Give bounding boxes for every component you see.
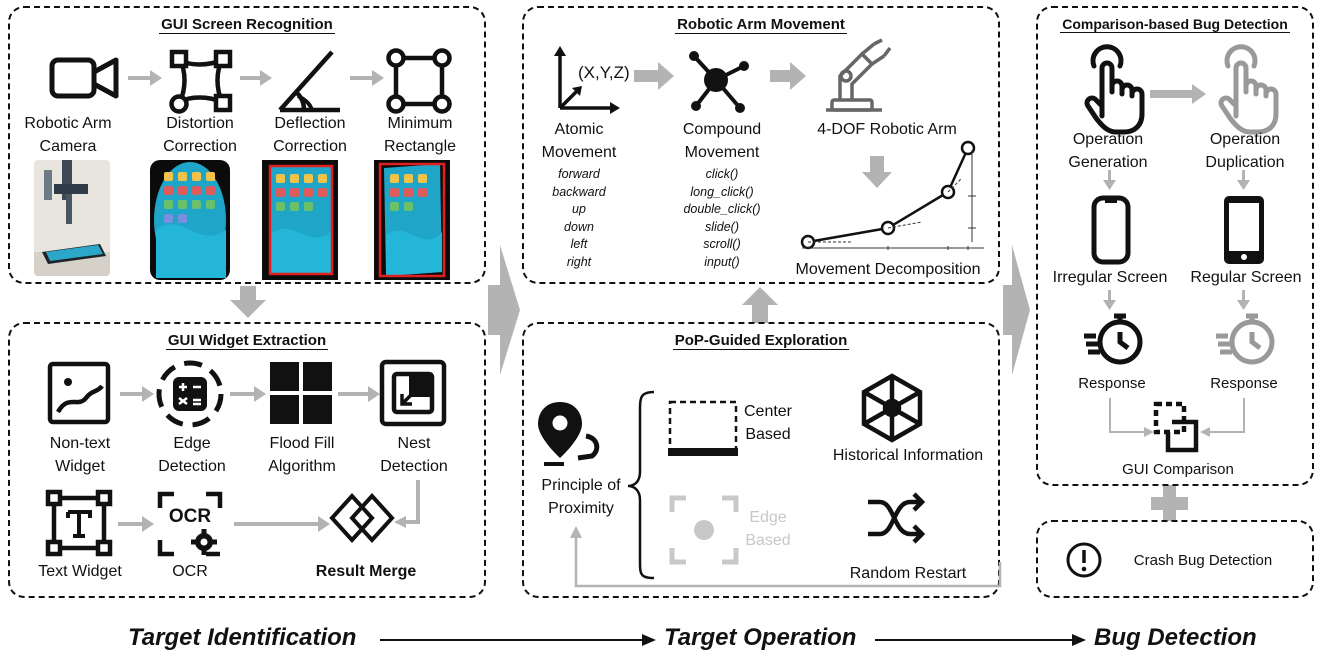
panel-title: GUI Widget Extraction <box>165 332 329 350</box>
ocr-label: OCR <box>172 563 208 580</box>
regular-phone-icon <box>1224 196 1264 264</box>
irregular-screen-label: Irregular Screen <box>1052 269 1168 286</box>
op-gen-label: Operation Generation <box>1068 131 1148 171</box>
distorted-phone-photo <box>150 160 230 280</box>
decomposition-diagram <box>800 140 984 250</box>
atomic-ops: forward backward up down left right <box>552 167 606 269</box>
compound-ops: click() long_click() double_click() slid… <box>683 167 761 269</box>
nest-icon <box>379 359 447 427</box>
image-widget-icon <box>47 361 111 425</box>
plus-horizontal <box>1151 497 1188 510</box>
ocr-icon-text: OCR <box>169 506 212 527</box>
alert-icon <box>1066 542 1102 578</box>
stage-target-operation: Target Operation <box>664 624 857 651</box>
decomposition-label: Movement Decomposition <box>795 261 981 278</box>
panel-title: Comparison-based Bug Detection <box>1060 16 1290 33</box>
stage-bug-detection: Bug Detection <box>1094 624 1257 651</box>
principle-label: Principle of Proximity <box>541 477 621 517</box>
robotic-arm-icon <box>826 38 892 112</box>
center-based-icon <box>668 400 738 456</box>
video-camera-icon <box>49 57 119 99</box>
distortion-correction-icon <box>169 49 233 114</box>
nest-detection-label: Nest Detection <box>380 435 448 475</box>
text-widget-label: Text Widget <box>38 563 122 580</box>
robotic-arm-movement-panel: Robotic Arm Movement (X,Y,Z) <box>522 6 1000 284</box>
minimum-rectangle-label: Minimum Rectangle <box>383 115 457 155</box>
crash-bug-detection-panel: Crash Bug Detection <box>1036 520 1314 598</box>
ocr-icon: OCR <box>157 491 223 557</box>
historical-network-icon <box>861 373 923 443</box>
gui-comparison-icon <box>1153 401 1199 453</box>
response-right-label: Response <box>1210 375 1278 392</box>
tap-hand-gray-icon <box>1218 44 1279 135</box>
location-pin-icon <box>538 402 600 466</box>
minimum-rectangle-icon <box>386 48 452 114</box>
atomic-label: Atomic Movement <box>541 121 617 161</box>
compound-node-icon <box>689 51 749 113</box>
flood-fill-icon <box>270 362 332 424</box>
recognition-icons <box>49 48 452 114</box>
minimum-rectangle-phone-photo <box>374 160 450 280</box>
response-left-label: Response <box>1078 375 1146 392</box>
distortion-label: Distortion Correction <box>163 115 237 155</box>
edge-based-icon <box>669 495 739 565</box>
result-merge-label: Result Merge <box>315 563 417 580</box>
flood-fill-label: Flood Fill Algorithm <box>268 435 336 475</box>
deflected-phone-photo <box>262 160 338 280</box>
compound-label: Compound Movement <box>682 121 762 161</box>
axis-label: (X,Y,Z) <box>578 63 630 82</box>
stage-target-identification: Target Identification <box>128 624 357 651</box>
arm-label: 4-DOF Robotic Arm <box>817 121 957 138</box>
camera-label: Robotic Arm Camera <box>24 115 112 155</box>
up-arrow-mid <box>742 287 778 323</box>
deflection-label: Deflection Correction <box>273 115 347 155</box>
robot-arm-photo <box>34 160 110 276</box>
pop-graphics <box>538 373 1002 588</box>
comparison-graphics <box>1084 44 1279 453</box>
center-label: Center Based <box>743 403 793 443</box>
gui-screen-recognition-panel: GUI Screen Recognition <box>8 6 486 284</box>
deflection-angle-icon <box>278 50 340 113</box>
panel-title: Robotic Arm Movement <box>675 16 847 34</box>
axes-icon <box>554 46 620 114</box>
crash-bug-label: Crash Bug Detection <box>1133 552 1273 569</box>
brace <box>627 390 655 580</box>
historical-label: Historical Information <box>832 447 984 464</box>
stopwatch-gray-icon <box>1216 313 1275 365</box>
op-dup-label: Operation Duplication <box>1205 131 1285 171</box>
panel-title: PoP-Guided Exploration <box>672 332 850 350</box>
result-merge-icon <box>329 493 395 543</box>
regular-screen-label: Regular Screen <box>1190 269 1302 286</box>
text-widget-icon <box>45 489 113 557</box>
shuffle-icon <box>868 492 926 544</box>
calculator-edge-icon <box>156 360 224 428</box>
comparison-bug-detection-panel: Comparison-based Bug Detection <box>1036 6 1314 486</box>
down-arrow-left <box>230 286 266 318</box>
random-restart-label: Random Restart <box>849 565 967 582</box>
stopwatch-icon <box>1084 313 1143 365</box>
edge-label: Edge Based <box>745 509 791 549</box>
extraction-icons: OCR <box>45 359 447 557</box>
panel-title: GUI Screen Recognition <box>159 16 335 34</box>
big-arrow-1 <box>488 245 520 375</box>
robotic-arm-graphics: (X,Y,Z) <box>554 38 984 250</box>
gui-comparison-label: GUI Comparison <box>1122 461 1234 478</box>
irregular-phone-icon <box>1091 195 1131 265</box>
edge-detection-label: Edge Detection <box>158 435 226 475</box>
tap-hand-icon <box>1084 44 1145 135</box>
pop-guided-exploration-panel: PoP-Guided Exploration <box>522 322 1002 598</box>
gui-widget-extraction-panel: GUI Widget Extraction <box>8 322 486 598</box>
non-text-widget-label: Non-text Widget <box>49 435 111 475</box>
big-arrow-2 <box>1003 245 1030 375</box>
